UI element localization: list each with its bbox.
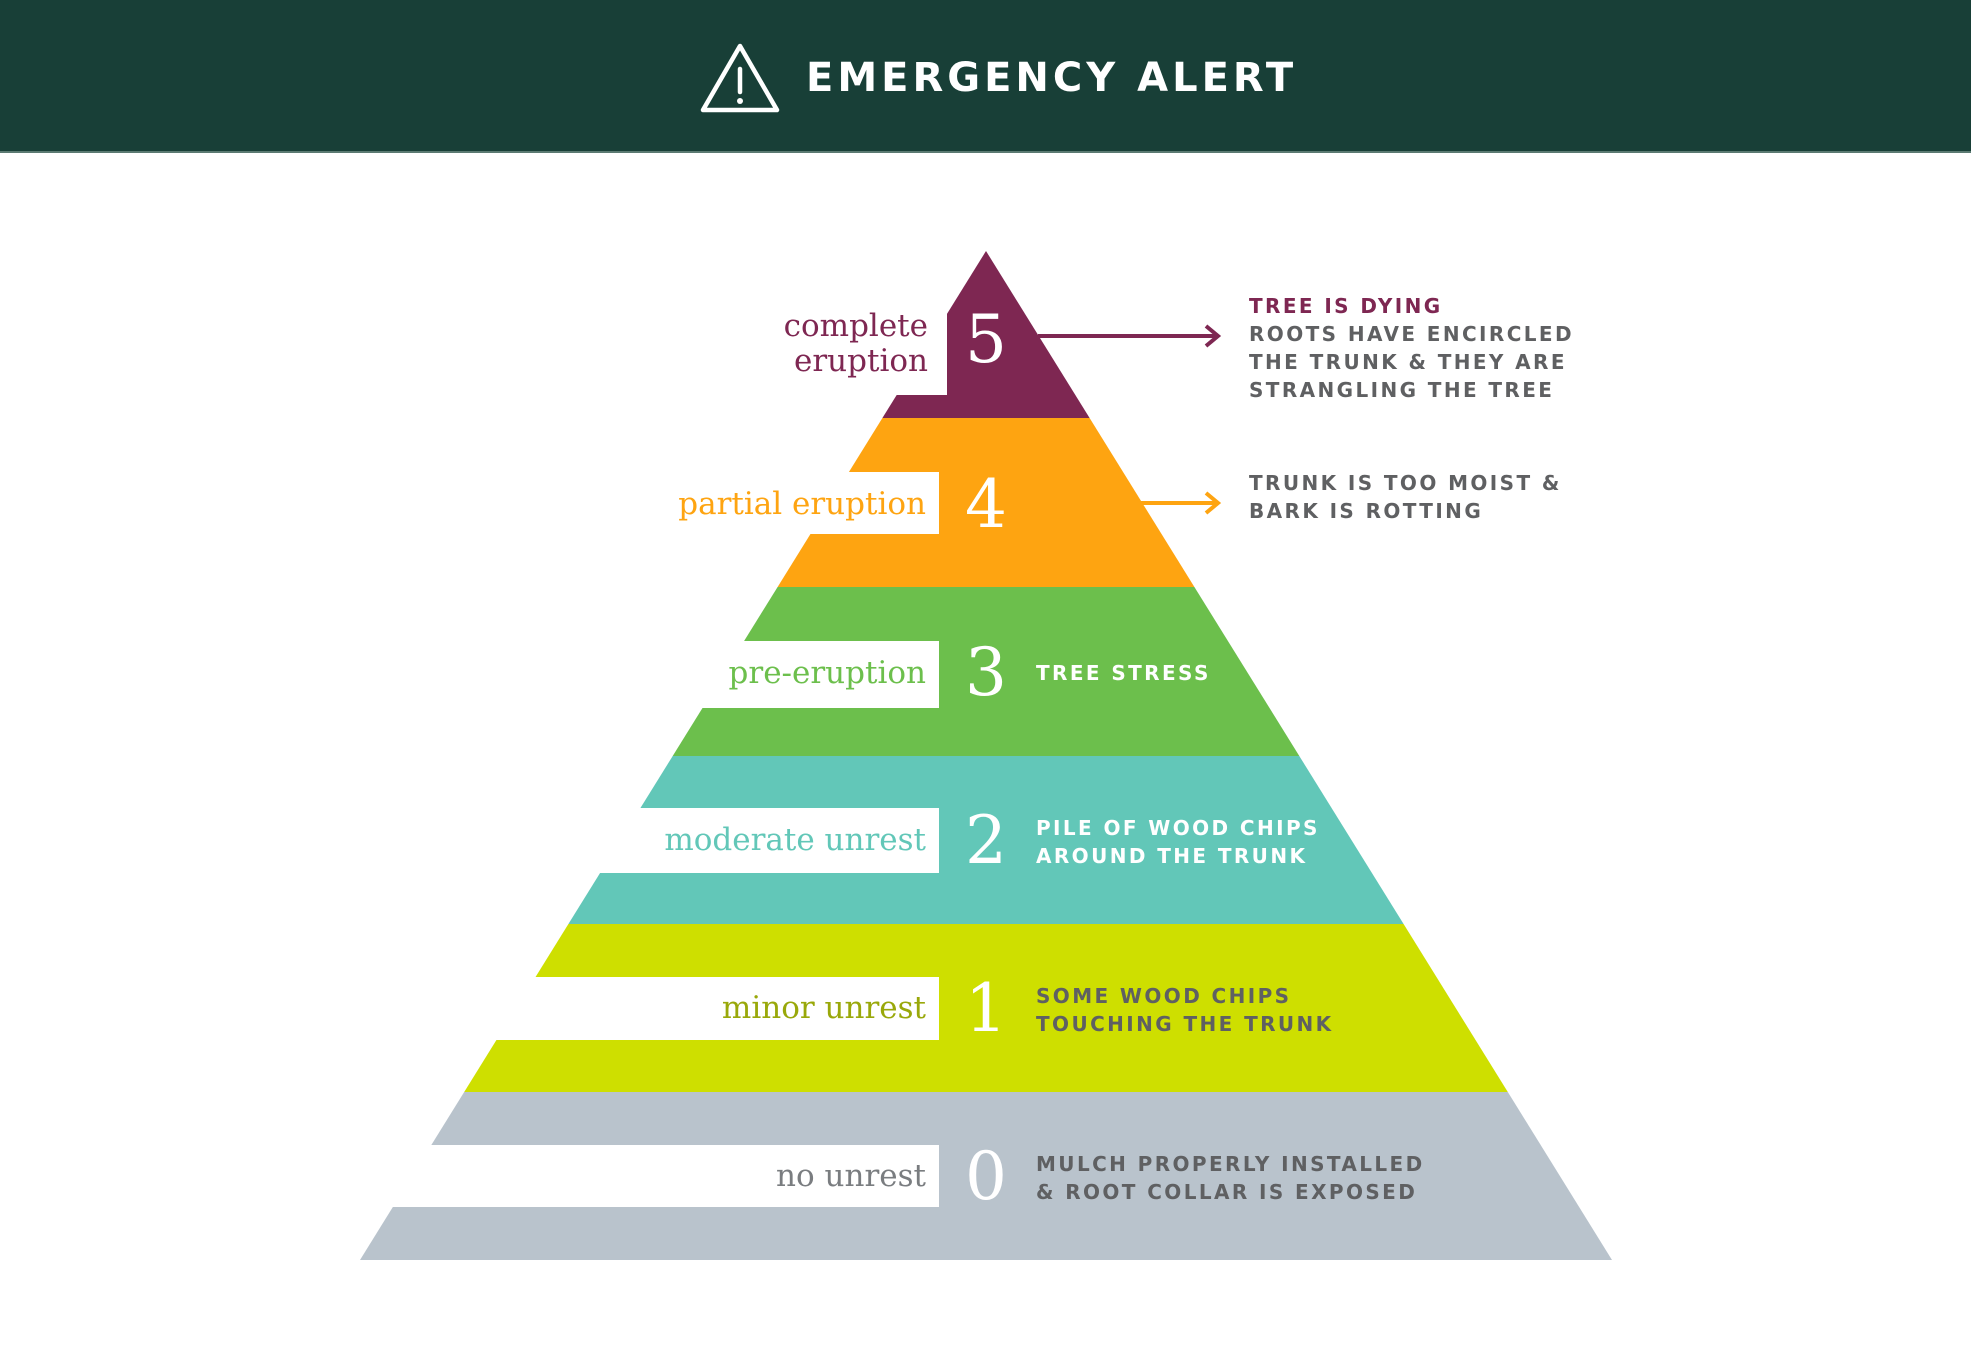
level-1-label-box — [0, 977, 939, 1040]
level-5-headline: TREE IS DYING — [1249, 294, 1443, 318]
level-0-band — [360, 1092, 1612, 1260]
level-2-desc-line: AROUND THE TRUNK — [1036, 844, 1308, 868]
level-3-label: pre-eruption — [728, 655, 926, 691]
header-title: EMERGENCY ALERT — [806, 55, 1298, 101]
level-0-number: 0 — [965, 1138, 1007, 1215]
level-5-label-line2: eruption — [794, 343, 928, 379]
level-0-label: no unrest — [776, 1158, 926, 1194]
level-5-desc-line: THE TRUNK & THEY ARE — [1249, 350, 1567, 374]
level-2-desc-line: PILE OF WOOD CHIPS — [1036, 816, 1320, 840]
warning-triangle-icon — [700, 43, 780, 113]
level-0-label-box — [0, 1145, 939, 1207]
level-2-label: moderate unrest — [664, 822, 926, 858]
level-2-label-box — [0, 808, 939, 873]
level-3-label-box — [0, 641, 939, 708]
level-1-description: SOME WOOD CHIPS TOUCHING THE TRUNK — [1036, 982, 1334, 1038]
level-2-description: PILE OF WOOD CHIPS AROUND THE TRUNK — [1036, 814, 1320, 870]
level-5-arrow-icon — [1038, 324, 1222, 348]
level-4-arrow-icon — [1140, 491, 1222, 515]
level-2-number: 2 — [965, 802, 1007, 879]
level-4-label-box — [0, 472, 939, 534]
level-1-number: 1 — [965, 970, 1007, 1047]
level-1-label: minor unrest — [721, 990, 926, 1026]
level-5-desc-line: STRANGLING THE TREE — [1249, 378, 1555, 402]
level-5-label-box — [0, 240, 947, 395]
level-4-description: TRUNK IS TOO MOIST & BARK IS ROTTING — [1249, 469, 1562, 525]
level-2-band — [568, 756, 1404, 924]
level-5-desc-line: ROOTS HAVE ENCIRCLED — [1249, 322, 1574, 346]
level-1-desc-line: TOUCHING THE TRUNK — [1036, 1012, 1334, 1036]
level-3-description: TREE STRESS — [1036, 659, 1211, 687]
level-4-desc-line: TRUNK IS TOO MOIST & — [1249, 471, 1562, 495]
level-3-number: 3 — [965, 634, 1007, 711]
alert-header: EMERGENCY ALERT — [0, 0, 1971, 153]
level-4-desc-line: BARK IS ROTTING — [1249, 499, 1484, 523]
level-0-desc-line: & ROOT COLLAR IS EXPOSED — [1036, 1180, 1418, 1204]
level-4-label: partial eruption — [678, 486, 926, 522]
level-1-desc-line: SOME WOOD CHIPS — [1036, 984, 1292, 1008]
header-content: EMERGENCY ALERT — [700, 40, 1297, 116]
level-0-desc-line: MULCH PROPERLY INSTALLED — [1036, 1152, 1425, 1176]
level-0-description: MULCH PROPERLY INSTALLED & ROOT COLLAR I… — [1036, 1150, 1425, 1206]
level-3-band — [672, 587, 1300, 756]
level-5-description: TREE IS DYING ROOTS HAVE ENCIRCLED THE T… — [1249, 292, 1574, 404]
level-5-label: complete eruption — [700, 309, 928, 379]
level-5-label-line1: complete — [783, 308, 928, 344]
level-4-number: 4 — [965, 466, 1007, 543]
level-4-band — [777, 418, 1195, 587]
level-1-band — [464, 924, 1508, 1092]
level-5-number: 5 — [965, 301, 1007, 378]
level-3-desc-line: TREE STRESS — [1036, 661, 1211, 685]
